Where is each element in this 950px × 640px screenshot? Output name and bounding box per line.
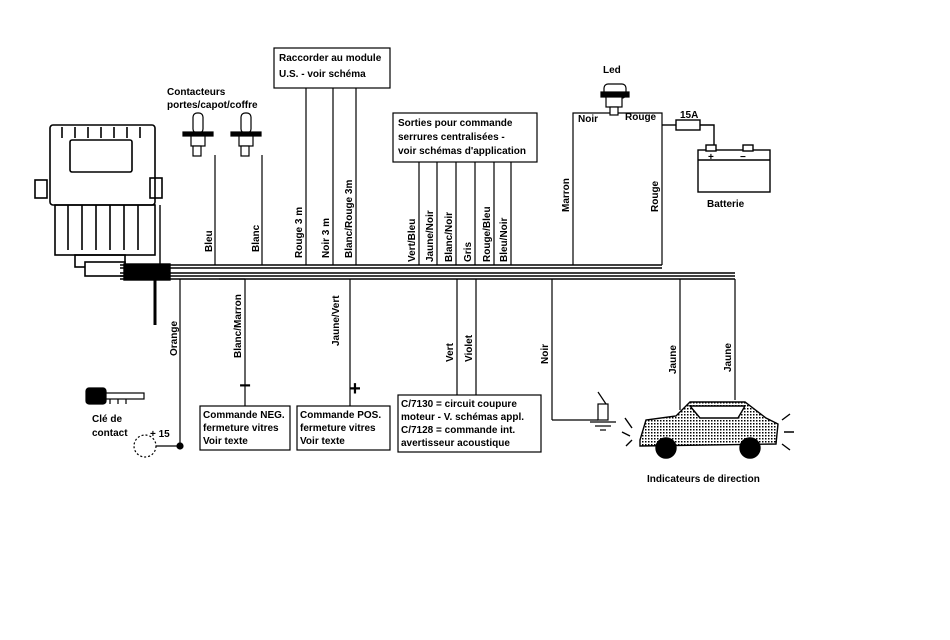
key-label: contact [92, 428, 128, 439]
plus-symbol: + [349, 378, 361, 400]
plus15-label: + 15 [150, 429, 170, 440]
box-cmd-neg: Commande NEG. fermeture vitres Voir text… [203, 410, 285, 447]
box-line: serrures centralisées - [398, 132, 505, 143]
box-line: Voir texte [203, 436, 248, 447]
indicateurs-label: Indicateurs de direction [647, 474, 760, 485]
box-line: Commande NEG. [203, 410, 285, 421]
wire-label: Orange [169, 321, 180, 356]
minus-symbol: − [239, 375, 251, 397]
contacteurs-label: Contacteurs [167, 87, 226, 98]
box-line: Voir texte [300, 436, 345, 447]
battery-minus: − [740, 152, 746, 163]
harness [120, 205, 735, 325]
battery-label: Batterie [707, 199, 745, 210]
rouge-label: Rouge [625, 112, 657, 123]
box-line: voir schémas d'application [398, 146, 526, 157]
fuse-label: 15A [680, 110, 698, 121]
wire-label: Violet [464, 334, 475, 362]
control-unit [34, 124, 163, 277]
upper-wires [214, 88, 663, 265]
led-icon [572, 83, 663, 125]
box-c7130: C/7130 = circuit coupure moteur - V. sch… [401, 399, 524, 449]
box-line: moteur - V. schémas appl. [401, 412, 524, 423]
wire-label: Noir [540, 344, 551, 364]
wire-label: Jaune [723, 343, 734, 372]
wire-label: Rouge/Bleu [482, 206, 493, 262]
door-contact-icon [182, 112, 262, 157]
battery-plus: + [708, 152, 714, 163]
ground-icon [590, 391, 616, 431]
lower-wires [179, 278, 736, 445]
noir-label: Noir [578, 114, 598, 125]
box-module-us: Raccorder au module U.S. - voir schéma [279, 53, 382, 80]
box-line: fermeture vitres [203, 423, 279, 434]
contacteurs-label: portes/capot/coffre [167, 100, 258, 111]
ignition-key-icon [85, 387, 184, 458]
box-line: U.S. - voir schéma [279, 69, 366, 80]
wire-label: Gris [463, 242, 474, 262]
box-line: Sorties pour commande [398, 118, 513, 129]
box-line: fermeture vitres [300, 423, 376, 434]
battery-icon [662, 119, 771, 193]
wire-label: Vert/Bleu [407, 219, 418, 262]
wire-label: Blanc/Noir [444, 212, 455, 262]
wire-label: Blanc/Marron [233, 294, 244, 358]
box-line: avertisseur acoustique [401, 438, 510, 449]
wire-labels-lower: Orange Blanc/Marron Jaune/Vert Vert Viol… [169, 294, 734, 374]
wire-label: Marron [561, 178, 572, 212]
wire-label: Jaune/Vert [331, 295, 342, 346]
box-line: Commande POS. [300, 410, 381, 421]
box-serrures: Sorties pour commande serrures centralis… [398, 118, 526, 157]
wire-label: Noir 3 m [321, 218, 332, 258]
wire-label: Blanc [251, 224, 262, 252]
wire-label: Blanc/Rouge 3m [344, 180, 355, 258]
annotation-boxes [199, 47, 542, 453]
wire-label: Rouge 3 m [294, 207, 305, 258]
wire-label: Rouge [650, 180, 661, 212]
key-label: Clé de [92, 414, 122, 425]
box-line: C/7128 = commande int. [401, 425, 515, 436]
wire-label: Jaune [668, 345, 679, 374]
wire-label: Bleu [204, 230, 215, 252]
box-cmd-pos: Commande POS. fermeture vitres Voir text… [300, 410, 381, 447]
box-line: C/7130 = circuit coupure [401, 399, 517, 410]
led-label: Led [603, 65, 621, 76]
wire-label: Vert [445, 342, 456, 362]
car-icon [621, 401, 794, 459]
wire-label: Jaune/Noir [425, 210, 436, 262]
box-line: Raccorder au module [279, 53, 382, 64]
wire-labels-upper: Bleu Blanc Rouge 3 m Noir 3 m Blanc/Roug… [204, 178, 661, 262]
wire-label: Bleu/Noir [499, 217, 510, 262]
